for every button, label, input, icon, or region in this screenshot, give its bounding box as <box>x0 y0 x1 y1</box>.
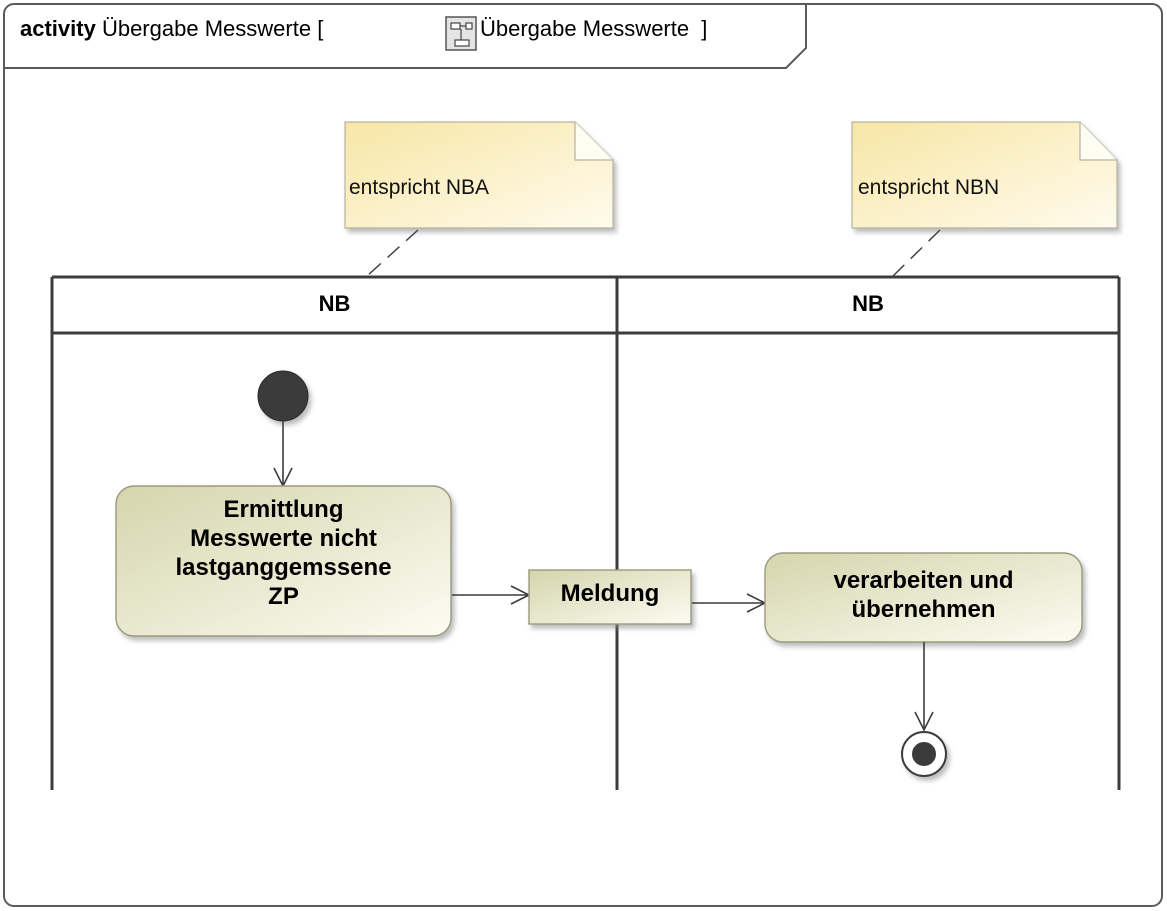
action-ermittlung-line-2: Messwerte nicht <box>190 525 377 552</box>
frame-keyword: activity <box>20 16 96 41</box>
activity-final-node <box>901 731 947 777</box>
frame-bracket-close: ] <box>701 16 708 41</box>
object-node-meldung-label: Meldung <box>560 580 660 607</box>
swimlane-label-right: NB <box>852 291 884 316</box>
note-nbn <box>851 121 1118 229</box>
note-anchor-nba <box>366 229 419 277</box>
initial-node <box>257 370 309 422</box>
control-flow-end <box>914 642 934 732</box>
note-nba-text: entspricht NBA <box>349 176 490 199</box>
frame-name: Übergabe Messwerte <box>101 16 312 41</box>
action-verarbeiten-line-2: übernehmen <box>851 596 996 623</box>
action-ermittlung-line-3: lastganggemssene <box>175 554 392 581</box>
frame-header-tab <box>5 5 807 69</box>
note-nba <box>344 121 614 229</box>
action-verarbeiten-line-1: verarbeiten und <box>833 567 1014 594</box>
action-ermittlung-line-4: ZP <box>268 583 299 610</box>
note-nbn-text: entspricht NBN <box>858 176 1000 199</box>
diagram-frame <box>3 3 1163 907</box>
frame-header: activity Übergabe Messwerte [ <box>20 16 323 42</box>
frame-behavior: Übergabe Messwerte ] <box>480 16 707 42</box>
action-ermittlung-line-1: Ermittlung <box>223 496 344 523</box>
frame-behavior-name: Übergabe Messwerte <box>480 16 690 41</box>
swimlane-partitions <box>50 275 1121 790</box>
frame-bracket-open: [ <box>317 16 324 41</box>
action-verarbeiten-label: verarbeiten und übernehmen <box>765 566 1082 624</box>
note-anchor-nbn <box>892 229 941 277</box>
action-ermittlung <box>115 485 452 637</box>
swimlane-label-left: NB <box>318 291 351 316</box>
object-node-meldung <box>528 569 692 625</box>
action-ermittlung-label: Ermittlung Messwerte nicht lastganggemss… <box>116 495 451 611</box>
activity-diagram-icon <box>445 16 477 51</box>
